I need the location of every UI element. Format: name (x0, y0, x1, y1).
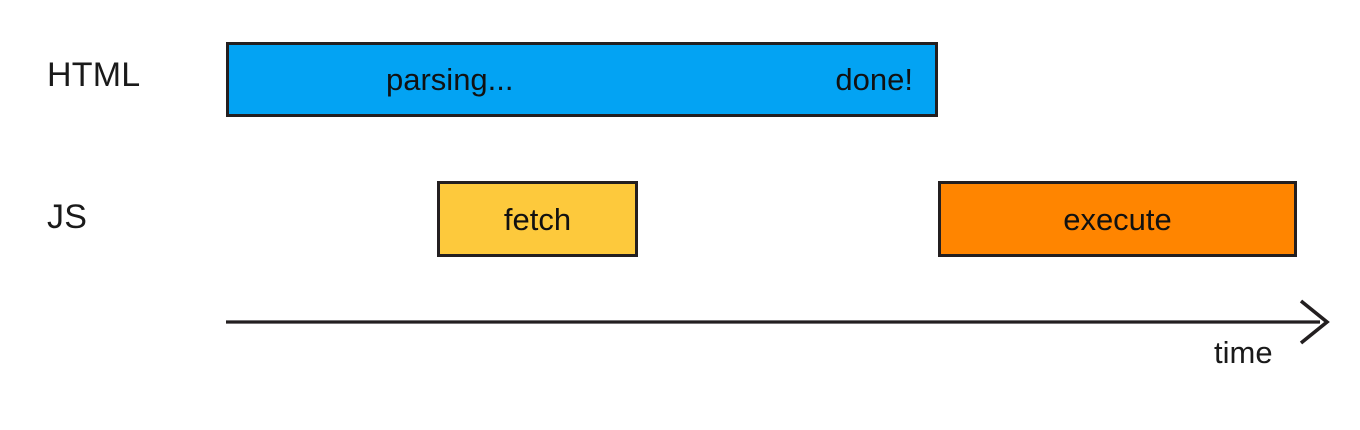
bar-label-execute: execute (1063, 201, 1172, 237)
bar-label-done: done! (835, 62, 913, 97)
bar-label-parsing: parsing... (386, 62, 514, 97)
row-label-js: JS (47, 198, 88, 236)
row-label-html: HTML (47, 56, 141, 94)
bar-label-fetch: fetch (503, 201, 572, 237)
time-axis-label: time (1214, 335, 1273, 370)
time-axis (220, 295, 1340, 355)
time-arrow-icon (226, 299, 1330, 345)
bar-html-parsing: parsing... done! (226, 42, 938, 117)
bar-js-fetch: fetch (437, 181, 638, 257)
bar-js-execute: execute (938, 181, 1297, 257)
